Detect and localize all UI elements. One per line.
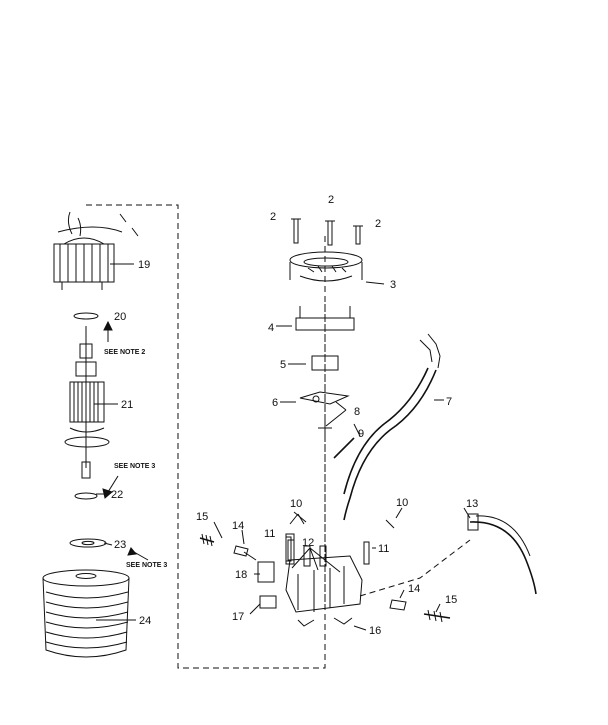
part-22-washer [74, 492, 98, 500]
label-23: 23 [114, 539, 126, 551]
label-20: 20 [114, 311, 126, 323]
label-24: 24 [139, 615, 151, 627]
note-2-label: SEE NOTE 2 [104, 349, 145, 356]
part-9-strain-relief [333, 437, 355, 459]
part-21-armature [64, 326, 110, 479]
part-4-bracket [295, 306, 355, 331]
label-10-left: 10 [290, 498, 302, 510]
note-3-label-upper: SEE NOTE 3 [114, 463, 155, 470]
label-15-right: 15 [445, 594, 457, 606]
label-14-right: 14 [408, 583, 420, 595]
label-21: 21 [121, 399, 133, 411]
part-17-brush [259, 595, 277, 609]
part-7-power-cord [343, 333, 441, 521]
label-9: 9 [358, 428, 364, 440]
label-17: 17 [232, 611, 244, 623]
part-3-end-cap [289, 251, 363, 282]
right-axis-line [359, 539, 471, 597]
part-19-field-stator [53, 211, 139, 290]
label-4: 4 [268, 322, 274, 334]
part-15-brush-spring-right [423, 609, 451, 623]
part-23-bearing [69, 538, 107, 548]
part-20-washer [73, 312, 99, 320]
label-11-left: 11 [264, 528, 275, 540]
label-22: 22 [111, 489, 123, 501]
note-arrows [102, 320, 149, 561]
label-7: 7 [446, 396, 452, 408]
leader-lines [94, 263, 471, 631]
label-2-left: 2 [270, 211, 276, 223]
label-2-top: 2 [328, 194, 334, 206]
assembly-frame [86, 204, 326, 669]
switch-base-assembly [285, 533, 363, 627]
label-3: 3 [390, 279, 396, 291]
label-10-right: 10 [396, 497, 408, 509]
part-5-switch [311, 355, 339, 371]
label-16: 16 [369, 625, 381, 637]
part-13-cord-set [467, 513, 537, 595]
label-12: 12 [302, 537, 314, 549]
label-14-left: 14 [232, 520, 244, 532]
part-14-brush-cap-left [233, 545, 249, 557]
label-19: 19 [138, 259, 150, 271]
part-24-motor-housing [42, 569, 130, 658]
label-11-right: 11 [378, 543, 389, 555]
label-18: 18 [235, 569, 247, 581]
label-6: 6 [272, 397, 278, 409]
part-8-screw [318, 420, 332, 436]
part-11-screws [285, 536, 370, 565]
part-14-brush-cap-right [389, 599, 407, 611]
label-15-left: 15 [196, 511, 208, 523]
label-2-right: 2 [375, 218, 381, 230]
label-5: 5 [280, 359, 286, 371]
part-2-screws [291, 218, 363, 246]
note-3-label-lower: SEE NOTE 3 [126, 562, 167, 569]
label-8: 8 [354, 406, 360, 418]
part-15-brush-spring-left [199, 533, 215, 547]
label-13: 13 [466, 498, 478, 510]
part-6-clamp [299, 391, 350, 405]
part-18-brush-holder [257, 561, 275, 583]
